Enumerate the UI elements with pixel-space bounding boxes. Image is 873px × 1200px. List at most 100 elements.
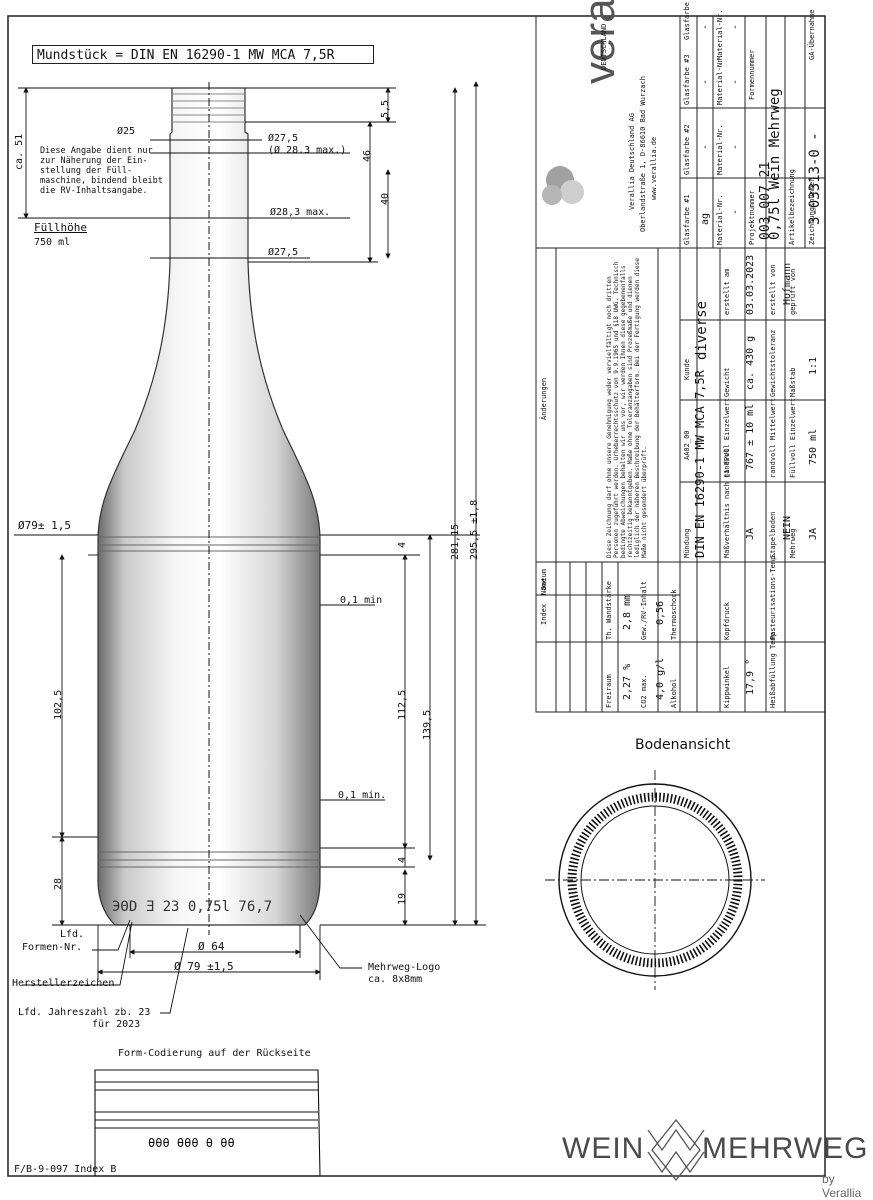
material-value-4: -	[730, 23, 741, 30]
erstellt-label: erstellt am	[723, 268, 731, 315]
glass-label-2: Glasfarbe #2	[683, 124, 691, 175]
co2-label: CO2 max.	[640, 674, 648, 708]
dim-d64: Ø 64	[198, 940, 225, 953]
glass-label-3: Glasfarbe #3	[683, 54, 691, 105]
massstab-label: Maßstab	[789, 367, 797, 397]
geprueft-label: geprüft von	[789, 268, 797, 315]
material-value-2: -	[730, 143, 741, 150]
mhv-value: JA	[745, 527, 756, 540]
dim-102: 102,5	[53, 689, 64, 720]
gewicht-value: ca. 430 g	[745, 335, 756, 390]
ga-label: GA-Übernahme	[808, 9, 816, 60]
dim-4-top: 4	[397, 541, 408, 548]
material-label-4: Material-Nr.	[716, 9, 724, 60]
alkohol-label: Alkohol	[670, 678, 678, 708]
form-coding-title: Form-Codierung auf der Rückseite	[118, 1048, 311, 1059]
dim-19: 19	[397, 892, 408, 905]
dim-139: 139,5	[422, 709, 433, 740]
mehrweg-logo-size: ca. 8x8mm	[368, 974, 423, 985]
dim-d79-bottom: Ø 79 ±1,5	[174, 960, 234, 973]
fill-height-label: Füllhöhe	[34, 221, 87, 234]
glass-value-2: -	[700, 143, 711, 150]
footer-drawing-id: F/B-9-097 Index B	[14, 1164, 117, 1175]
rand-mittel-label: randvoll Mittelwert	[769, 397, 777, 478]
gewicht-label: Gewicht	[723, 367, 731, 397]
verallia-logo-mark	[542, 166, 584, 205]
mehrweg-label: Mehrweg	[789, 528, 797, 558]
mouthpiece-spec: Mundstück = DIN EN 16290-1 MW MCA 7,5R	[32, 45, 374, 64]
kipp-value: 17,9 °	[745, 658, 756, 695]
material-label-1: Material-Nr.	[716, 194, 724, 245]
body-dimensions	[14, 81, 486, 980]
title-block-grid	[535, 15, 826, 713]
dim-295: 295,5 ±1,8	[469, 499, 480, 560]
dim-5-5: 5,5	[380, 99, 391, 118]
muendung-label: Mündung	[683, 528, 691, 558]
bottle-outline	[97, 87, 321, 926]
fuer-2023-label: für 2023	[92, 1019, 141, 1030]
mehrweg-logo-mark	[647, 1118, 705, 1182]
bottom-view	[545, 770, 765, 990]
kunde-value: diverse	[694, 300, 710, 360]
toleranz-label: Gewichtstoleranz	[769, 329, 777, 397]
glass-label-4: Glasfarbe #4	[683, 0, 691, 40]
muendung-code: AA02_00	[683, 430, 691, 460]
co2-value: 4,0 g/l	[655, 657, 666, 700]
base-embossing: ЭΘD Ǝ 23 0,75l 76,7	[112, 899, 273, 915]
freiraum-label: Freiraum	[605, 674, 613, 708]
company-name: Verallia Deutschland AG	[628, 113, 636, 210]
material-label-3: Material-Nr.	[716, 54, 724, 105]
freiraum-value: 2,27 %	[622, 663, 633, 700]
material-value-3: -	[730, 78, 741, 85]
muendung-value: DIN EN 16290-1 MW MCA 7,5R	[693, 370, 707, 558]
fill-note: Diese Angabe dient nur zur Näherung der …	[40, 146, 163, 196]
article-label: Artikelbezeichnung	[788, 169, 796, 245]
brand-by-verallia: by Verallia	[822, 1172, 862, 1200]
dim-40: 40	[380, 192, 391, 205]
dim-d27-5-top: Ø27,5	[268, 133, 299, 144]
dim-min-0-1-b: 0,1 min.	[338, 790, 387, 801]
kipp-label: Kippwinkel	[723, 665, 731, 708]
wandstaerke-label: Th. Wandstärke	[605, 580, 613, 640]
dim-d28-3-max: Ø28,3 max.	[270, 207, 331, 218]
dim-112: 112,5	[397, 689, 408, 720]
dim-4-bottom: 4	[397, 856, 408, 863]
kopf-label: Kopfdruck	[723, 602, 731, 640]
fill-volume-label: 750 ml	[34, 237, 71, 248]
glass-value-4: -	[700, 23, 711, 30]
project-label: Projektnummer	[748, 190, 756, 245]
legal-note: Diese Zeichnung darf ohne unsere Genehmi…	[606, 258, 648, 558]
erstellt-von-label: erstellt von	[769, 264, 777, 315]
leader-lines	[22, 914, 362, 1014]
glass-label-1: Glasfarbe #1	[683, 194, 691, 245]
herstellerzeichen-label: Herstellerzeichen	[12, 978, 115, 989]
erstellt-value: 03.03.2023	[745, 254, 756, 315]
dim-d27-5-bottom: Ø27,5	[268, 247, 299, 258]
dim-281: 281,15	[450, 523, 461, 560]
dim-d79: Ø79± 1,5	[18, 519, 71, 532]
mehrweg-value: JA	[808, 527, 819, 540]
glass-value-3: -	[700, 78, 711, 85]
dim-28: 28	[53, 877, 64, 890]
glass-value-1: ag	[700, 212, 711, 225]
drawing-value: 3-03313-0 -	[807, 132, 823, 225]
aenderungen-label: Änderungen	[540, 377, 548, 420]
bottom-view-title: Bodenansicht	[635, 737, 731, 753]
dim-d25: Ø25	[117, 126, 136, 137]
dim-ca51: ca. 51	[14, 133, 25, 170]
kunde-label: Kunde	[683, 358, 691, 380]
company-address: Oberlandstraße 1, D-86610 Bad Wurzach	[639, 76, 647, 232]
thermo-label: Thermoschock	[670, 589, 678, 640]
jahreszahl-label: Lfd. Jahreszahl zb. 23	[18, 1007, 151, 1018]
gew-label: Gew./RV-Inhalt	[640, 580, 648, 640]
formen-label: Formennummer	[748, 49, 756, 100]
fuell-value: 750 ml	[808, 428, 819, 465]
dim-46: 46	[362, 149, 373, 162]
article-value: 0,75l Wein Mehrweg	[767, 88, 783, 240]
brand-mehrweg: MEHRWEG	[702, 1132, 869, 1165]
rev-header-name: Name	[540, 578, 548, 595]
form-coding-marks: θθθ θθθ θ θθ	[148, 1136, 235, 1150]
rev-header-index: Index	[540, 603, 548, 625]
